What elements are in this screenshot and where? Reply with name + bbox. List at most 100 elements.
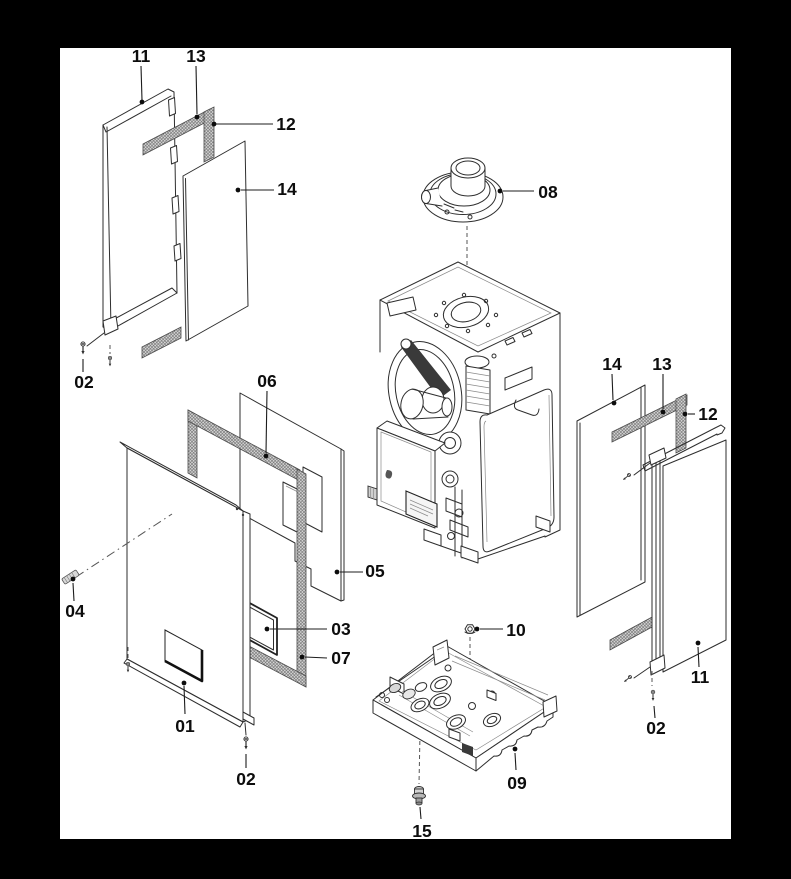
insulation-panel-14-left [182, 140, 249, 342]
anchor-dot-08 [497, 188, 503, 194]
part-number-04: 04 [65, 601, 85, 621]
boiler-feet [423, 515, 551, 564]
part-number-13-right: 13 [652, 354, 672, 374]
leader-line-09 [514, 752, 517, 771]
part-number-12-right: 12 [698, 404, 718, 424]
part-number-15: 15 [412, 821, 432, 841]
anchor-dot-01 [181, 680, 187, 686]
base-tray-09 [372, 639, 558, 772]
part-number-10: 10 [506, 620, 526, 640]
leader-line-01 [183, 685, 186, 715]
right-side-panel-assembly [576, 384, 727, 702]
callout-02-bottom: 02 [236, 754, 256, 789]
leader-line-13-left [195, 65, 198, 115]
insulation-strip-13-bottom-left [141, 326, 182, 359]
flue-opening-bolts [433, 292, 499, 334]
callout-13-right: 13 [652, 354, 672, 415]
nameplate [164, 629, 204, 683]
part-number-13-left: 13 [186, 46, 206, 66]
callout-13-left: 13 [186, 46, 206, 120]
anchor-dot-12-right [682, 411, 688, 417]
pump [400, 388, 453, 420]
insulation-strip-12-right [675, 393, 687, 454]
anchor-dot-06 [263, 453, 269, 459]
callout-12-right: 12 [682, 404, 718, 424]
part-number-14-left: 14 [277, 179, 297, 199]
part-number-02-right: 02 [646, 718, 666, 738]
leader-line-07 [304, 656, 328, 659]
screw-pointer-line [633, 666, 651, 679]
anchor-dot-13-right [660, 409, 666, 415]
callout-02-right: 02 [646, 705, 666, 738]
callout-layer: 11 13 12 14 02 06 04 05 03 07 01 02 08 10 09 15 14 13 12 11… [65, 46, 718, 841]
callout-04: 04 [65, 576, 85, 621]
leader-line-04 [72, 582, 75, 602]
part-number-02-bottom: 02 [236, 769, 256, 789]
part-number-02-top-left: 02 [74, 372, 94, 392]
part-number-11-right: 11 [691, 667, 710, 687]
screw-pointer-line [86, 332, 105, 347]
part-number-09: 09 [507, 773, 527, 793]
anchor-dot-03 [264, 626, 270, 632]
leader-line-11-left [140, 65, 143, 101]
part-number-06: 06 [257, 371, 277, 391]
callout-05: 05 [334, 561, 385, 581]
anchor-dot-14-right [611, 400, 617, 406]
combustion-cover [479, 366, 555, 553]
callout-14-left: 14 [235, 179, 297, 199]
tray-fittings [379, 664, 502, 756]
side-panel-11-right [642, 424, 727, 676]
gasket-strip-07-side [296, 468, 307, 688]
anchor-dot-09 [512, 746, 518, 752]
part-number-12-left: 12 [276, 114, 296, 134]
screw-pointer-line [633, 462, 651, 476]
anchor-dot-12-left [211, 121, 217, 127]
anchor-dot-14-left [235, 187, 241, 193]
anchor-dot-10 [474, 626, 480, 632]
leader-line-14-right [611, 373, 614, 401]
part-number-03: 03 [331, 619, 351, 639]
part-number-11-left: 11 [132, 46, 151, 66]
part-number-08: 08 [538, 182, 558, 202]
part-number-07: 07 [331, 648, 350, 668]
center-line-04 [75, 513, 173, 578]
anchor-dot-13-left [194, 114, 200, 120]
part-number-14-right: 14 [602, 354, 622, 374]
front-panel-assembly [61, 392, 345, 751]
callout-11-right: 11 [691, 640, 710, 687]
insulation-strip-13-right [611, 394, 688, 443]
flue-adapter-08 [421, 157, 504, 223]
flame-logo-icon [385, 470, 393, 479]
anchor-dot-11-left [139, 99, 145, 105]
rating-plate [386, 296, 417, 317]
drain-fitting-15 [412, 786, 426, 806]
callout-10: 10 [474, 620, 526, 640]
callout-07: 07 [299, 648, 351, 668]
callout-03: 03 [264, 619, 351, 639]
control-box [367, 420, 446, 529]
boiler-unit [367, 157, 561, 564]
left-side-panel-assembly [80, 88, 249, 367]
screw-pointer-line [244, 722, 247, 736]
anchor-dot-11-right [695, 640, 701, 646]
flue-hose [464, 355, 491, 415]
callout-12-left: 12 [211, 114, 296, 134]
part-number-01: 01 [175, 716, 195, 736]
callout-06: 06 [257, 371, 277, 459]
leader-line-11-right [697, 646, 700, 668]
insulation-strip-12-left [203, 106, 215, 163]
anchor-dot-05 [334, 569, 340, 575]
callout-01: 01 [175, 680, 195, 736]
leader-line-06 [265, 390, 268, 454]
insulation-panel-14-right [576, 384, 646, 618]
anchor-dot-07 [299, 654, 305, 660]
part-number-05: 05 [365, 561, 385, 581]
flue-opening [442, 295, 490, 329]
leader-line-15 [419, 806, 422, 820]
base-tray-assembly [372, 624, 558, 806]
nut-10 [464, 624, 476, 634]
callout-08: 08 [497, 182, 558, 202]
callout-14-right: 14 [602, 354, 622, 406]
